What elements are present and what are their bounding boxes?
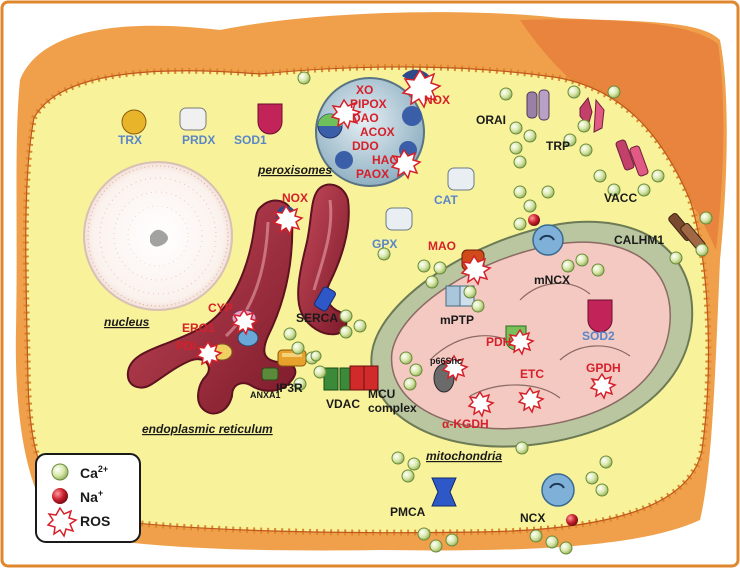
gpx-enzyme bbox=[385, 207, 413, 231]
label-pdi: PDI bbox=[176, 339, 196, 353]
orai-channel bbox=[526, 89, 550, 121]
trx-enzyme bbox=[121, 109, 147, 135]
trp-channel bbox=[579, 96, 605, 133]
anxa1-protein bbox=[261, 367, 279, 381]
vdac-mcu bbox=[323, 365, 379, 391]
label-mcu: MCU bbox=[368, 387, 395, 401]
nucleus bbox=[83, 161, 233, 311]
label-trx: TRX bbox=[118, 133, 142, 147]
label-prdx: PRDX bbox=[182, 133, 215, 147]
er-label: endoplasmic reticulum bbox=[142, 422, 273, 436]
label-ddo: DDO bbox=[352, 139, 379, 153]
label-ncx: NCX bbox=[520, 511, 545, 525]
legend-ca-icon bbox=[51, 463, 69, 481]
label-pdh: PDH bbox=[486, 335, 511, 349]
label-acox: ACOX bbox=[360, 125, 395, 139]
label-hao: HAO bbox=[372, 153, 399, 167]
pmca-pump bbox=[431, 477, 457, 507]
label-serca: SERCA bbox=[296, 311, 338, 325]
legend-na-label: Na+ bbox=[80, 488, 103, 505]
mncx-exchanger bbox=[528, 214, 564, 256]
legend-na-icon bbox=[52, 488, 68, 504]
label-nox-peroxisome: NOX bbox=[424, 93, 450, 107]
label-p66shc: p66Shc bbox=[430, 356, 462, 366]
serca-pump bbox=[314, 286, 336, 312]
label-nox-er: NOX bbox=[282, 191, 308, 205]
ncx-exchanger bbox=[541, 473, 578, 526]
cat-enzyme bbox=[447, 167, 475, 191]
endoplasmic-reticulum bbox=[126, 183, 350, 415]
label-gpx: GPX bbox=[372, 237, 397, 251]
label-mptp: mPTP bbox=[440, 313, 474, 327]
label-sod2: SOD2 bbox=[582, 329, 615, 343]
cell-edge-shadow bbox=[520, 19, 724, 250]
label-complex: complex bbox=[368, 401, 417, 415]
label-anxa1: ANXA1 bbox=[250, 390, 281, 400]
label-xo: XO bbox=[356, 83, 373, 97]
label-ero1: ERO1 bbox=[182, 321, 215, 335]
label-dao: DAO bbox=[352, 111, 379, 125]
label-trp: TRP bbox=[546, 139, 570, 153]
sod1-enzyme bbox=[257, 103, 283, 135]
label-pmca: PMCA bbox=[390, 505, 426, 519]
calcium-ions bbox=[283, 71, 713, 555]
label-ip3r: IP3R bbox=[276, 381, 303, 395]
ros-bursts bbox=[195, 68, 617, 418]
label-pipox: PIPOX bbox=[350, 97, 387, 111]
legend-ros-icon bbox=[46, 506, 78, 538]
peroxisomes-label: peroxisomes bbox=[257, 163, 332, 177]
label-cat: CAT bbox=[434, 193, 458, 207]
label-etc: ETC bbox=[520, 367, 544, 381]
legend-ros-label: ROS bbox=[80, 513, 110, 529]
nucleus-label: nucleus bbox=[104, 315, 150, 329]
vacc-channel bbox=[615, 139, 649, 177]
label-akgdh: α-KGDH bbox=[442, 417, 489, 431]
label-cyp: CYP bbox=[208, 301, 233, 315]
legend: Ca2+ Na+ ROS bbox=[35, 453, 141, 543]
ero1-enzyme bbox=[237, 329, 259, 347]
label-mncx: mNCX bbox=[534, 273, 570, 287]
label-orai: ORAI bbox=[476, 113, 506, 127]
label-paox: PAOX bbox=[356, 167, 389, 181]
prdx-enzyme bbox=[179, 107, 207, 131]
label-calhm1: CALHM1 bbox=[614, 233, 664, 247]
legend-ca-label: Ca2+ bbox=[80, 464, 108, 481]
mitochondria-label: mitochondria bbox=[426, 449, 502, 463]
sod2-enzyme bbox=[587, 299, 613, 333]
label-mao: MAO bbox=[428, 239, 456, 253]
label-sod1: SOD1 bbox=[234, 133, 267, 147]
label-gpdh: GPDH bbox=[586, 361, 621, 375]
plasma-membrane-line bbox=[25, 66, 709, 534]
label-vacc: VACC bbox=[604, 191, 637, 205]
label-vdac: VDAC bbox=[326, 397, 360, 411]
